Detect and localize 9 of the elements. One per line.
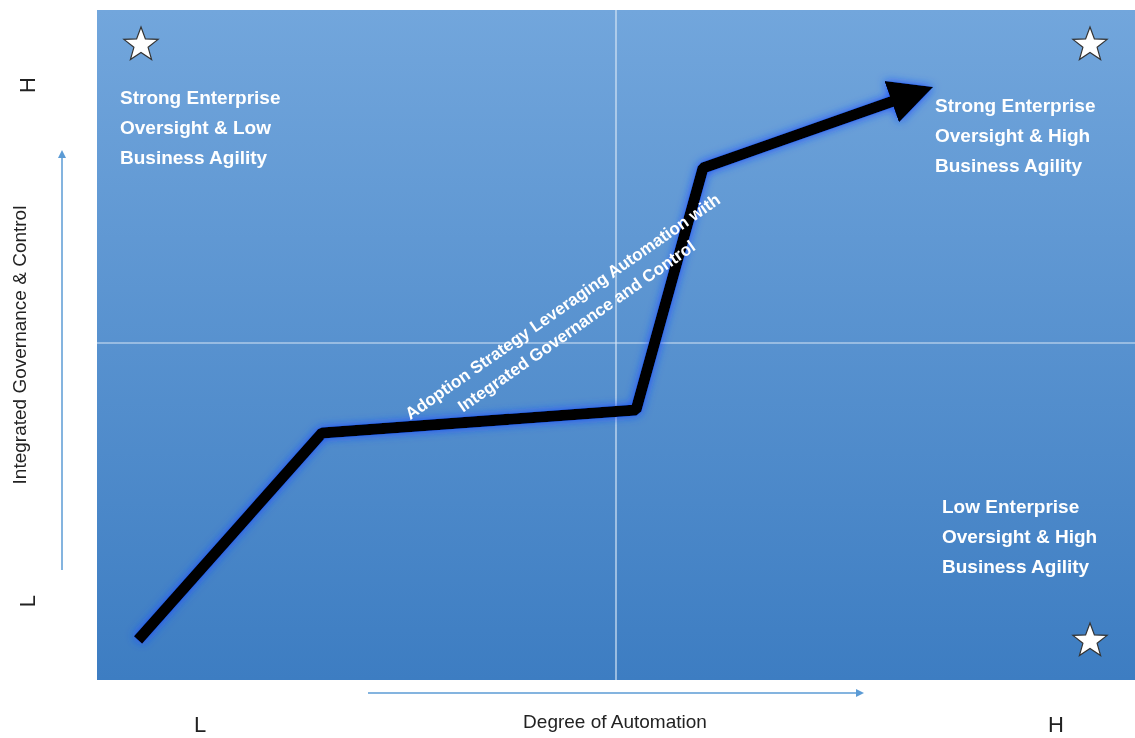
axis-title: Degree of Automation [522, 711, 708, 733]
quadrant-label: Strong Enterprise Oversight & High Business Agility [935, 94, 1097, 178]
axis-title: Integrated Governance & Control [9, 204, 31, 487]
axis-label: L [15, 593, 41, 610]
axis-label: L [192, 712, 208, 738]
axis-label: H [1047, 712, 1065, 738]
quadrant-label: Strong Enterprise Oversight & Low Business Agility [120, 86, 282, 170]
quadrant-label: Low Enterprise Oversight & High Business Agility [942, 495, 1099, 579]
axis-label: H [15, 76, 41, 95]
